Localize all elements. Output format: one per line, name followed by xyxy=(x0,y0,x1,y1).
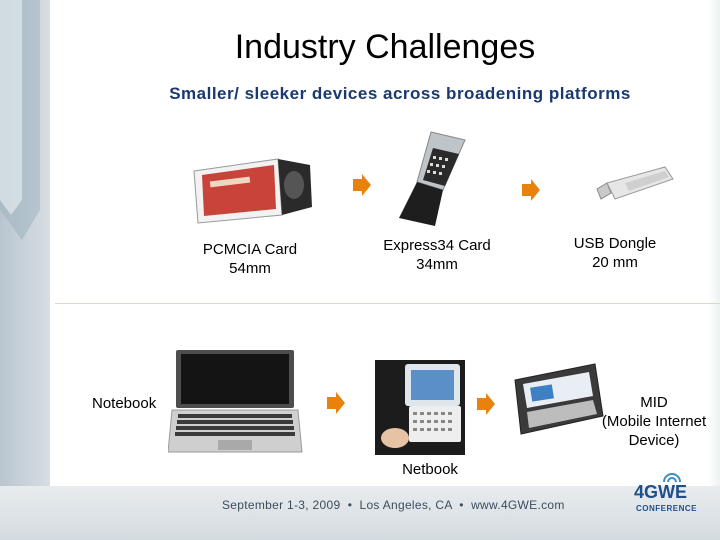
footer-bar xyxy=(0,486,720,540)
arrow-icon xyxy=(522,179,540,201)
slide-title: Industry Challenges xyxy=(234,28,536,66)
netbook-image xyxy=(375,360,465,455)
pcmcia-name: PCMCIA Card xyxy=(202,241,298,258)
mid-name: MID xyxy=(640,394,668,411)
arrow-icon xyxy=(327,392,345,414)
logo-wordmark: 4GWE xyxy=(634,482,688,502)
conference-logo: 4GWE CONFERENCE xyxy=(630,470,715,520)
notebook-label: Notebook xyxy=(92,395,157,412)
express34-card-image xyxy=(399,131,466,226)
notebook-image xyxy=(168,350,303,453)
express34-caption: Express34 Card 34mm xyxy=(372,236,502,274)
mid-line2: (Mobile Internet xyxy=(601,413,707,430)
mid-caption: MID (Mobile Internet Device) xyxy=(590,393,718,450)
usb-dongle-image xyxy=(596,166,674,200)
signal-waves-icon xyxy=(663,473,681,483)
arrow-icon xyxy=(353,174,371,196)
usb-name: USB Dongle xyxy=(573,235,657,252)
left-chevron-shape xyxy=(0,0,40,240)
slide-subtitle: Smaller/ sleeker devices across broadeni… xyxy=(169,84,631,103)
express34-name: Express34 Card xyxy=(383,237,491,254)
pcmcia-card-image xyxy=(193,158,312,224)
usb-size: 20 mm xyxy=(592,254,638,271)
pcmcia-size: 54mm xyxy=(229,260,271,277)
pcmcia-caption: PCMCIA Card 54mm xyxy=(190,240,310,278)
right-edge-shade xyxy=(708,0,720,540)
arrow-icon xyxy=(477,393,495,415)
usb-caption: USB Dongle 20 mm xyxy=(555,234,675,272)
express34-size: 34mm xyxy=(416,256,458,273)
logo-conference: CONFERENCE xyxy=(636,504,698,513)
netbook-label: Netbook xyxy=(402,461,458,478)
mid-line3: Device) xyxy=(628,432,680,449)
mid-image xyxy=(514,363,604,435)
footer-text: September 1-3, 2009 • Los Angeles, CA • … xyxy=(222,498,565,512)
section-divider xyxy=(55,303,720,304)
